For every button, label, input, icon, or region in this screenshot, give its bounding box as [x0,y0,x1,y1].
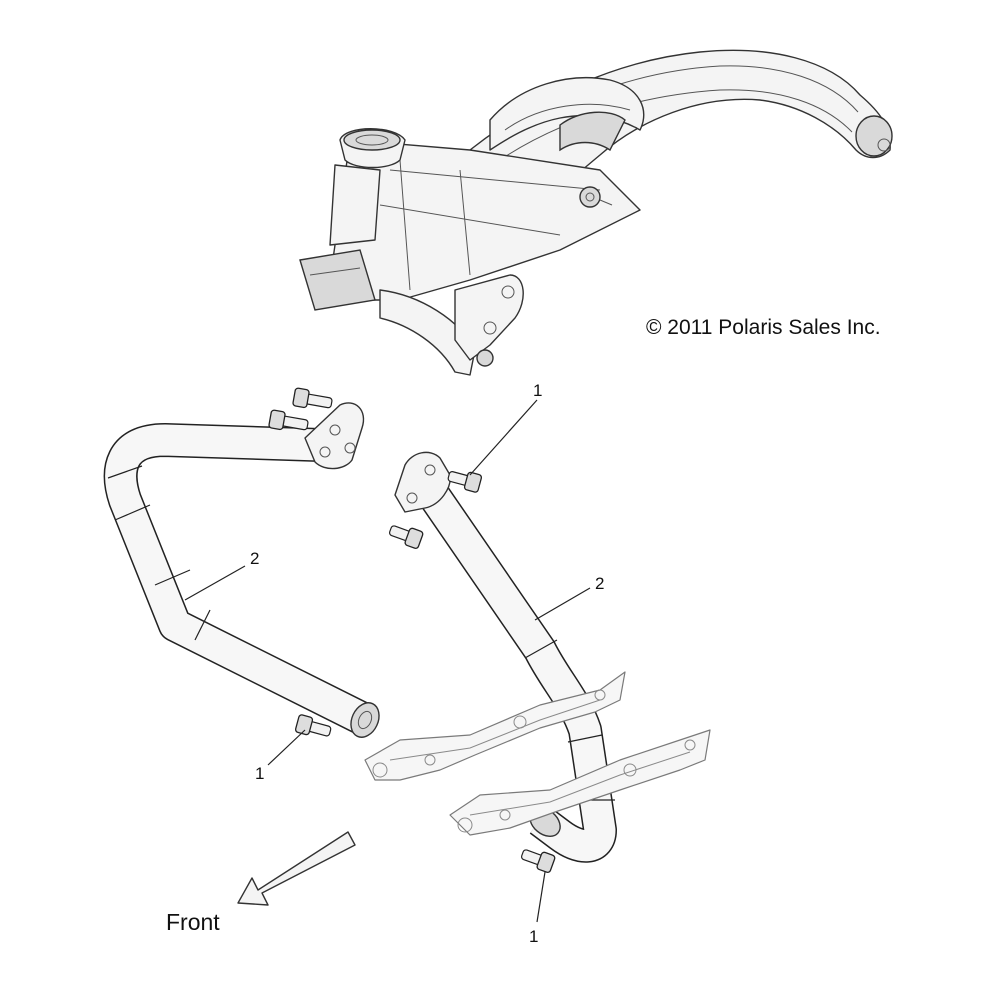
leader-bar-left [184,565,246,601]
bolt-upper-b [268,409,309,431]
callout-bolt-bottom-right: 1 [529,927,538,946]
front-label: Front [166,909,220,935]
footrest-mount-upper [364,671,626,781]
bolt-mid-right [388,525,424,549]
bolt-bottom-left [294,714,332,737]
bolt-top-right [447,471,483,493]
leader-bottom-left [267,729,306,766]
crash-bar-left [103,402,380,738]
copyright-text: © 2011 Polaris Sales Inc. [646,316,881,339]
leader-top-right [469,399,538,476]
front-direction-arrow [237,831,356,906]
callout-bar-right: 2 [595,574,604,593]
callout-bar-left: 2 [250,549,259,568]
footrest-mount-lower [449,729,711,836]
leader-bottom-right [536,871,546,923]
callout-bolt-bottom-left: 1 [255,764,264,783]
crash-bar-right [394,451,617,863]
callout-bolt-top-right: 1 [533,381,542,400]
vehicle-frame [299,49,893,376]
bolt-upper-a [292,387,333,409]
bolt-bottom-right [520,849,556,873]
leader-bar-right [534,587,591,621]
